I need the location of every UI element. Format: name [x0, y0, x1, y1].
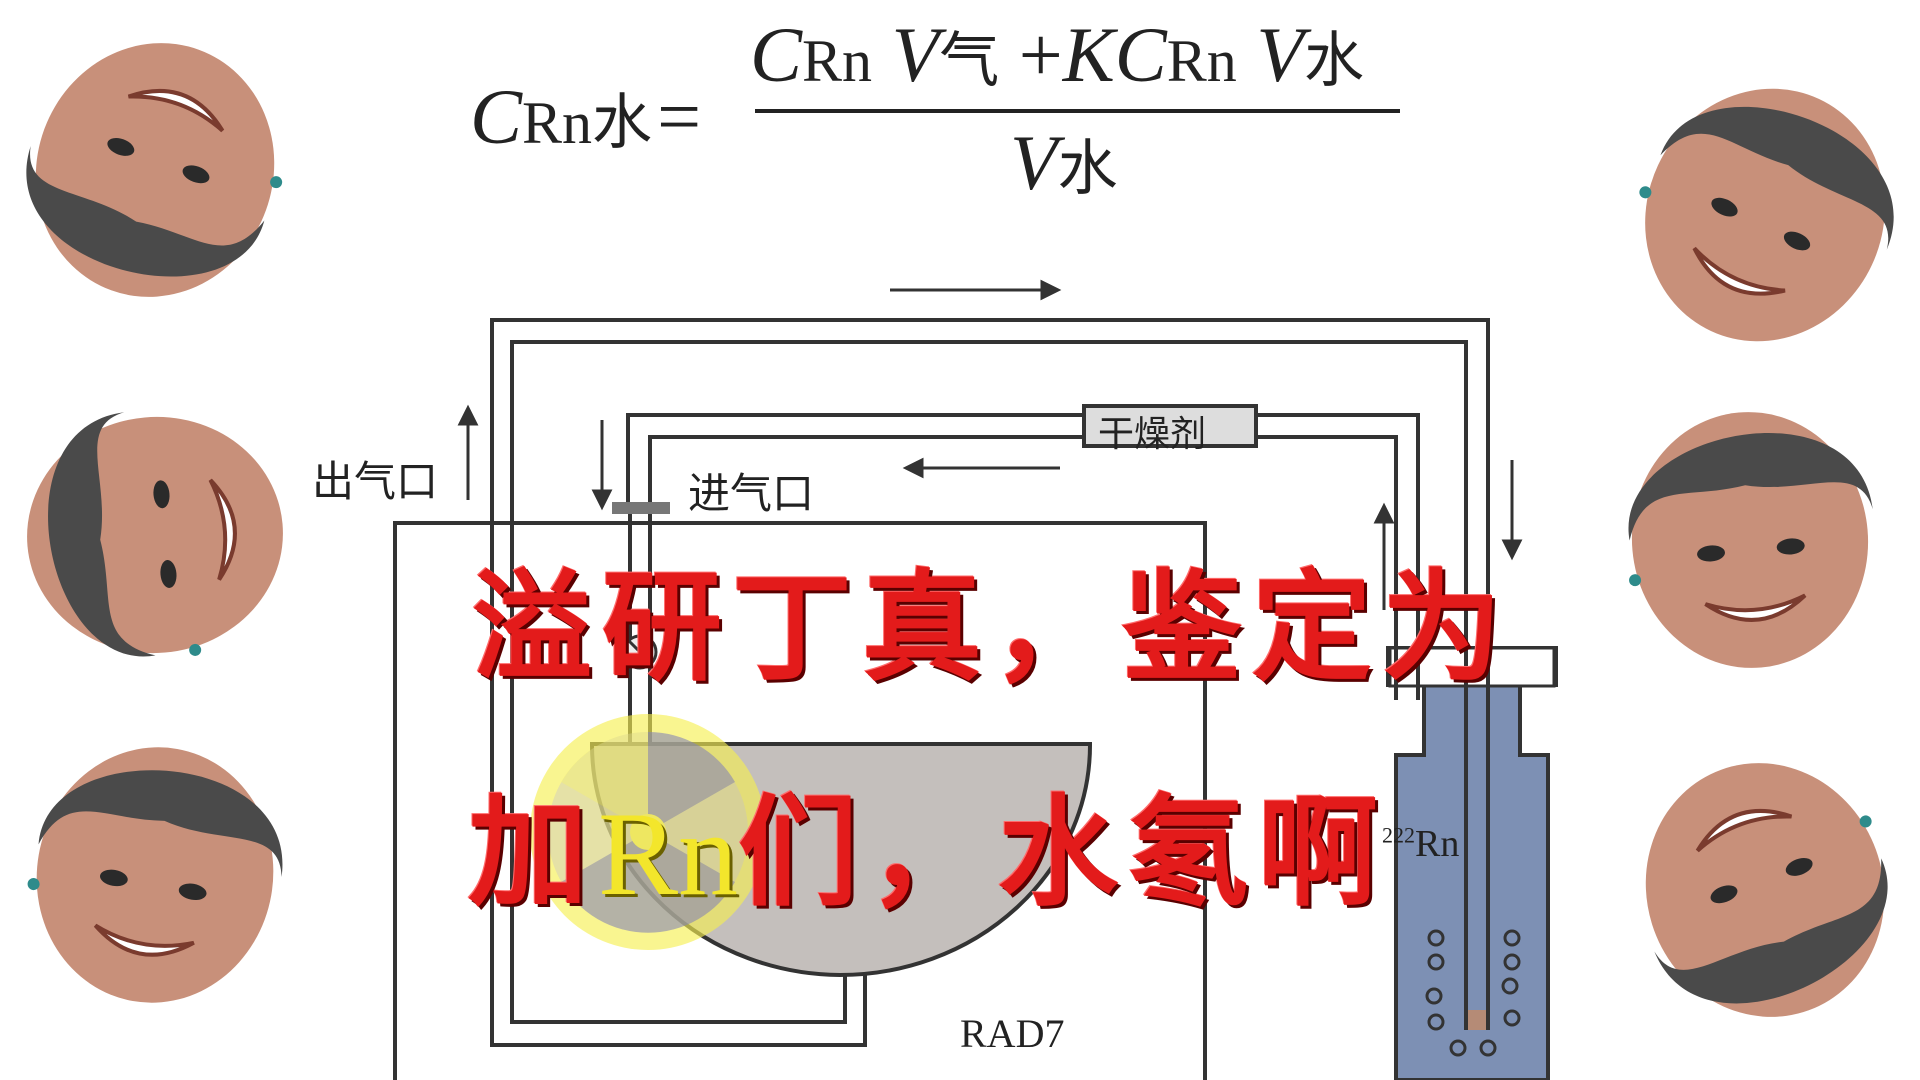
den-v: V — [1010, 119, 1058, 206]
inlet-pipe-inner — [648, 435, 1084, 507]
formula-c: C — [470, 73, 523, 160]
desiccant-label: 干燥剂 — [1098, 414, 1207, 455]
face-photo-right-top — [1596, 44, 1920, 386]
inlet-pipe-outer — [626, 413, 1084, 507]
radon-concentration-formula: CRn水= CRn V气 +KCRn V水 V水 — [470, 10, 1470, 210]
formula-numerator: CRn V气 +KCRn V水 — [750, 10, 1364, 100]
num-c1: C — [750, 11, 803, 98]
desiccant-tube — [1082, 404, 1258, 448]
num-v2-sub: 水 — [1303, 28, 1364, 94]
fraction-bar — [755, 109, 1400, 113]
num-sub1: Rn — [802, 28, 873, 94]
formula-lhs-sub: Rn水 — [522, 90, 653, 156]
arrow-right-icon — [1040, 279, 1062, 301]
face-photo-left-bottom — [8, 725, 303, 1025]
formula-lhs: CRn水= — [470, 72, 705, 162]
arrow-down-bottle-icon — [1501, 539, 1523, 561]
return-pipe-inner — [510, 523, 847, 1024]
num-plus: + — [1018, 11, 1063, 98]
radon-symbol: Rn — [1415, 823, 1460, 865]
flow-arrows — [457, 279, 1523, 610]
num-v2: V — [1256, 11, 1304, 98]
radiation-icon — [530, 714, 766, 950]
num-c2: C — [1114, 11, 1167, 98]
den-sub: 水 — [1057, 136, 1118, 202]
face-photo-right-bottom — [1601, 725, 1920, 1056]
arrow-left-icon — [902, 457, 924, 479]
arrow-down-inlet-icon — [591, 489, 613, 511]
face-photo-left-top — [0, 4, 318, 335]
formula-denominator: V水 — [1010, 118, 1118, 208]
radon-mass: 222 — [1382, 822, 1415, 848]
caption-line-2-suffix: 们，水氡啊 — [738, 782, 1389, 923]
valve-cross-b — [627, 639, 653, 665]
outer-pipe-outer — [490, 318, 1490, 625]
arrow-up-outlet-icon — [457, 404, 479, 426]
caption-rn: Rn — [598, 787, 739, 920]
face-photo-left-middle — [14, 397, 296, 672]
num-k: K — [1062, 11, 1115, 98]
inlet-cap — [612, 502, 670, 514]
rad7-box — [393, 521, 1207, 1080]
outlet-label: 出气口 — [312, 457, 439, 506]
bubbles — [1425, 929, 1521, 1057]
num-sub2: Rn — [1166, 28, 1237, 94]
outer-pipe-inner — [510, 340, 1468, 625]
radon-label: 222Rn — [1382, 822, 1459, 866]
tube-tip — [1468, 1010, 1486, 1030]
num-v1-sub: 气 — [939, 28, 1000, 94]
rad7-label: RAD7 — [960, 1011, 1065, 1056]
caption-line-2: 加Rn们，水氡啊 — [468, 755, 1388, 929]
face-photo-right-middle — [1613, 399, 1888, 681]
caption-line-1: 溢研丁真，鉴定为 — [472, 557, 1512, 698]
formula-equals: = — [652, 73, 705, 160]
caption-line-2-prefix: 加 — [468, 782, 598, 923]
desiccant-to-bottle-outer — [1256, 413, 1420, 625]
num-v1: V — [891, 11, 940, 98]
return-pipe-outer — [490, 523, 867, 1047]
desiccant-to-bottle-inner — [1256, 435, 1398, 625]
arrow-up-bottle-icon — [1373, 502, 1395, 524]
inlet-label: 进气口 — [688, 469, 815, 518]
